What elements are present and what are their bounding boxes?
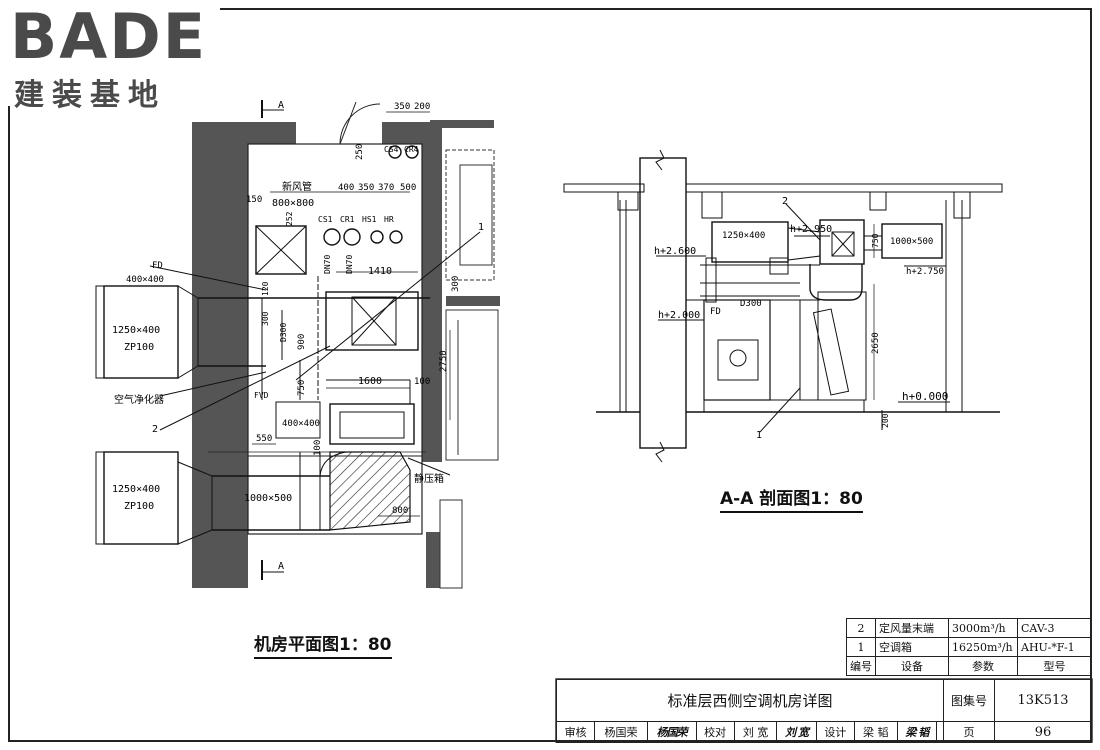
plan-dim-120: 120 — [261, 281, 270, 296]
title-block: 标准层西侧空调机房详图 图集号 13K513 审核 杨国荣 杨国荣 校对 刘 宽… — [555, 679, 1092, 743]
design-label: 设计 — [815, 721, 855, 743]
plan-dim-300: 300 — [451, 276, 461, 292]
plan-pipe-hr: HR — [384, 215, 394, 224]
plan-dn70-b: DN70 — [345, 255, 354, 274]
section-dim-750: 750 — [871, 233, 880, 248]
plan-fresh-air-label: 新风管 — [282, 180, 312, 193]
plan-static-box-label: 静压箱 — [414, 472, 444, 485]
section-dim-2650: 2650 — [871, 332, 881, 354]
plan-dim-100b: 100 — [313, 440, 323, 456]
section-level-2600: h+2.600 — [654, 246, 696, 257]
plan-fd-label: FD — [152, 261, 163, 271]
review-label: 审核 — [555, 721, 596, 743]
logo-brand: BADE — [10, 0, 208, 73]
plan-wall-mid-right — [446, 296, 500, 306]
check-name: 刘 宽 — [733, 721, 778, 743]
plan-dn70-a: DN70 — [323, 255, 332, 274]
plan-ref-2: 2 — [152, 424, 158, 435]
plan-section-mark-bottom: A — [278, 561, 284, 572]
table-row: 2 定风量末端 3000m³/h CAV-3 — [846, 618, 1092, 638]
plan-dim-800: 800 — [392, 506, 408, 516]
check-label: 校对 — [695, 721, 735, 743]
plan-dim-1600: 1600 — [358, 376, 382, 387]
review-name: 杨国荣 — [594, 721, 648, 743]
section-duct-1000: 1000×500 — [890, 237, 933, 247]
plan-dim-252: 252 — [285, 211, 294, 226]
logo-subtitle: 建装基地 — [14, 78, 166, 113]
plan-dim-2750: 2750 — [439, 350, 449, 372]
plan-wall-top-right — [382, 122, 430, 144]
section-level-2750: h+2.750 — [906, 267, 944, 277]
plan-dim-750: 750 — [297, 380, 307, 396]
plan-dim-500: 500 — [400, 183, 416, 193]
drawing-title: 标准层西侧空调机房详图 — [556, 679, 944, 722]
plan-wall-left-lower — [192, 532, 248, 588]
table-row: 1 空调箱 16250m³/h AHU-*F-1 — [846, 637, 1092, 657]
plan-view: A A 新风管 800×800 FD 400×400 1250×400 ZP10… — [95, 100, 500, 589]
plan-duct-1000: 1000×500 — [244, 493, 292, 504]
section-level-2950: h+2.950 — [790, 224, 832, 235]
plan-pipe-cr4: CR4 — [404, 145, 419, 154]
plan-zp-lower-size: 1250×400 — [112, 484, 160, 495]
plan-ref-1: 1 — [478, 222, 484, 233]
plan-dim-100a: 100 — [414, 377, 430, 387]
section-caption: A-A 剖面图1：80 — [720, 484, 863, 513]
section-ref-1: 1 — [756, 430, 762, 441]
sheet-border — [8, 8, 1092, 742]
plan-zp-upper-size: 1250×400 — [112, 325, 160, 336]
section-level-0000: h+0.000 — [902, 390, 948, 403]
plan-zp-upper-name: ZP100 — [124, 342, 154, 353]
plan-section-mark-top: A — [278, 100, 284, 111]
section-level-2000: h+2.000 — [658, 310, 700, 321]
plan-dim-900: 900 — [297, 334, 307, 350]
plan-wall-left — [192, 122, 248, 532]
page-value: 96 — [994, 721, 1092, 743]
plan-pipe-hs1: HS1 — [362, 215, 377, 224]
plan-dim-550: 550 — [256, 434, 272, 444]
plan-fvd-label: FVD — [254, 391, 269, 400]
plan-purifier-label: 空气净化器 — [114, 393, 164, 406]
section-dim-200: 200 — [881, 413, 890, 428]
plan-pipe-cs4: CS4 — [384, 145, 399, 154]
plan-dim-150: 150 — [246, 195, 262, 205]
plan-dim-1410: 1410 — [368, 266, 392, 277]
plan-zp-lower-name: ZP100 — [124, 501, 154, 512]
design-name: 梁 韬 — [853, 721, 898, 743]
plan-wall-top-far — [430, 120, 494, 128]
section-ref-2: 2 — [782, 196, 788, 207]
plan-dim-400: 400 — [338, 183, 354, 193]
plan-wall-right — [422, 122, 442, 462]
atlas-label: 图集号 — [943, 679, 995, 722]
page-label: 页 — [943, 721, 995, 743]
section-duct-1250: 1250×400 — [722, 231, 765, 241]
plan-dim-370: 370 — [378, 183, 394, 193]
plan-dim-300b: 300 — [261, 311, 270, 326]
plan-duct-400: 400×400 — [282, 419, 320, 429]
plan-dim-350b: 350 — [358, 183, 374, 193]
table-header-row: 编号 设备 参数 型号 — [846, 656, 1092, 676]
section-fd-label: FD — [710, 307, 721, 317]
plan-wall-top-left — [248, 122, 296, 144]
equipment-table: 2 定风量末端 3000m³/h CAV-3 1 空调箱 16250m³/h A… — [846, 618, 1092, 676]
plan-dim-350: 350 — [394, 102, 410, 112]
plan-dim-200: 200 — [414, 102, 430, 112]
plan-dim-250: 250 — [355, 144, 365, 160]
atlas-value: 13K513 — [994, 679, 1092, 722]
plan-pipe-cs1: CS1 — [318, 215, 333, 224]
plan-fresh-air-size: 800×800 — [272, 198, 314, 209]
bade-logo: BADE 建装基地 — [6, 0, 220, 113]
plan-pipe-cr1: CR1 — [340, 215, 355, 224]
design-signature: 梁 韬 — [896, 721, 938, 743]
plan-wall-bottom-right — [426, 532, 440, 588]
section-view: 1250×400 1000×500 h+2.600 h+2.950 h+2.75… — [563, 149, 1003, 463]
check-signature: 刘 宽 — [776, 721, 817, 743]
plan-d300-label: D300 — [279, 323, 288, 342]
plan-fd-size: 400×400 — [126, 275, 164, 285]
section-d300-label: D300 — [740, 299, 762, 309]
plan-caption: 机房平面图1：80 — [254, 630, 392, 659]
review-signature: 杨国荣 — [646, 721, 697, 743]
